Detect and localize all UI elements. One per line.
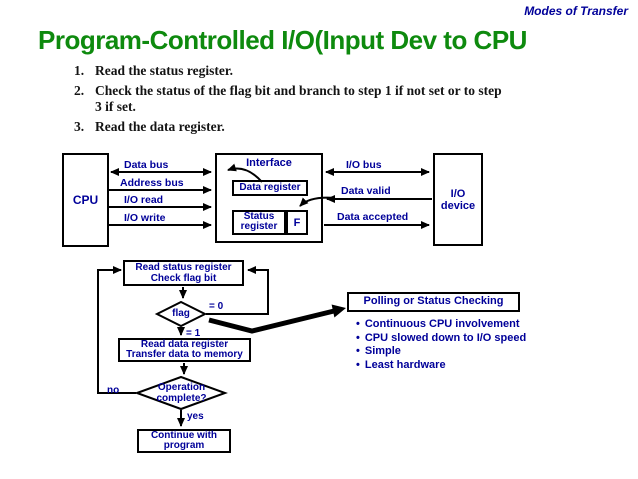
io-write-label: I/O write [124, 212, 166, 224]
list-item: Least hardware [356, 359, 526, 373]
flag-bit-box: F [286, 210, 308, 235]
flag-diamond-label: flag [172, 308, 190, 319]
data-register-box: Data register [232, 180, 308, 196]
data-accepted-label: Data accepted [337, 211, 409, 223]
list-item: CPU slowed down to I/O speed [356, 332, 526, 346]
data-bus-label: Data bus [124, 159, 169, 171]
yes-branch-label: yes [187, 411, 204, 422]
polling-annotation-arrowhead [331, 304, 346, 318]
cpu-box: CPU [62, 153, 109, 247]
step-text: Read the status register. [95, 63, 233, 78]
step-number: 1. [74, 63, 85, 78]
operation-complete-diamond-label: Operation complete? [156, 382, 207, 404]
io-device-box: I/O device [433, 153, 483, 246]
address-bus-label: Address bus [120, 177, 184, 189]
polling-annotation-arrow [208, 308, 335, 334]
interface-label: Interface [246, 157, 292, 169]
page-title: Program-Controlled I/O(Input Dev to CPU [38, 25, 527, 55]
list-item: Simple [356, 345, 526, 359]
list-item: 3. Read the data register. [74, 119, 544, 136]
flag-zero-label: = 0 [209, 301, 224, 312]
no-loop [97, 266, 136, 394]
step-number: 2. [74, 82, 85, 98]
step-text: Read the data register. [95, 118, 225, 134]
polling-heading-box: Polling or Status Checking [347, 292, 520, 312]
flag-one-label: = 1 [186, 328, 201, 339]
flowchart-continue-box: Continue with program [137, 429, 231, 453]
flowchart-read-status-box: Read status register Check flag bit [123, 260, 244, 286]
data-valid-label: Data valid [341, 185, 391, 197]
no-branch-label: no [107, 385, 120, 396]
step-number: 3. [74, 118, 85, 134]
step-text: Check the status of the flag bit and bra… [95, 82, 502, 115]
slide-kicker: Modes of Transfer [524, 4, 628, 18]
list-item: 1. Read the status register. [74, 63, 544, 80]
procedure-list: 1. Read the status register. 2. Check th… [74, 63, 544, 138]
status-register-box: Status register [232, 210, 286, 235]
polling-bullet-list: Continuous CPU involvement CPU slowed do… [356, 318, 526, 372]
io-read-label: I/O read [124, 194, 164, 206]
io-bus-label: I/O bus [346, 159, 382, 171]
flowchart-read-data-box: Read data register Transfer data to memo… [118, 338, 251, 362]
list-item: Continuous CPU involvement [356, 318, 526, 332]
list-item: 2. Check the status of the flag bit and … [74, 83, 544, 116]
